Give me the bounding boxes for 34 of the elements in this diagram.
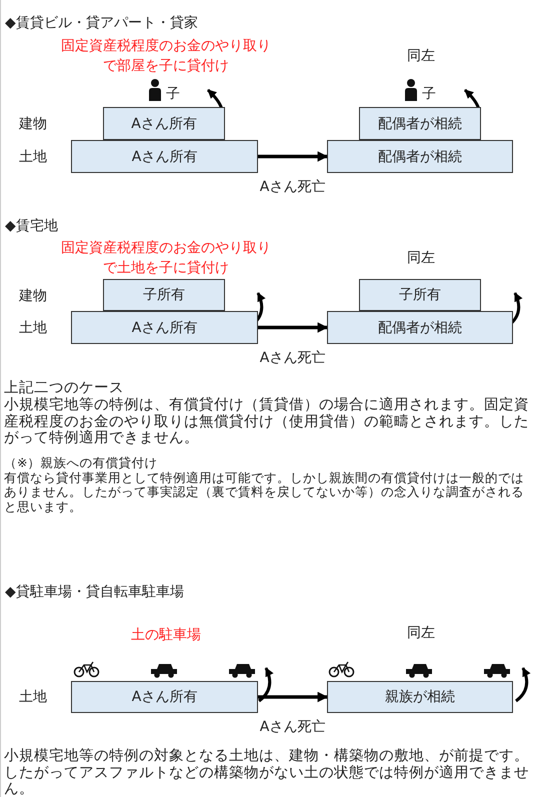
row-label: 建物	[19, 116, 48, 133]
section-heading: ◆貸駐車場・貸自転車駐車場	[5, 584, 185, 601]
note-text: 固定資産税程度のお金のやり取りで土地を子に貸付け	[61, 239, 271, 278]
label-text: 同左	[406, 250, 436, 267]
arrow	[258, 692, 328, 702]
section-heading: ◆賃貸ビル・貸アパート・貸家	[5, 15, 199, 32]
land-building-box: 子所有	[359, 279, 481, 311]
note-text: 土の駐車場	[130, 626, 202, 645]
land-building-box: Aさん所有	[71, 140, 258, 173]
label-text: 子	[166, 86, 181, 103]
land-building-box: 配偶者が相続	[327, 140, 513, 173]
note-text: 固定資産税程度のお金のやり取りで部屋を子に貸付け	[61, 37, 271, 76]
paragraph: 有償なら貸付事業用として特例適用は可能です。しかし親族間の有償貸付けは一般的ではありません。したがって事実認定（裏で賃料を戻してないか等）の念入りな調査がされると思います。	[4, 471, 525, 514]
paragraph: 小規模宅地等の特例は、有償貸付け（賃貸借）の場合に適用されます。固定資産税程度のお金のやり取りは無償貸付け（使用貸借）の範疇とされます。したがって特例適用できません。	[4, 397, 530, 448]
land-building-box: 子所有	[103, 279, 225, 311]
note-heading: （※）親族への有償貸付け	[4, 455, 158, 470]
arrow	[258, 151, 328, 162]
land-building-box: 配偶者が相続	[327, 311, 513, 344]
land-building-box: Aさん所有	[71, 311, 258, 344]
row-label: 土地	[19, 149, 48, 166]
arrow	[258, 322, 328, 333]
row-label: 土地	[19, 320, 48, 337]
paragraph: 小規模宅地等の特例の対象となる土地は、建物・構築物の敷地、が前提です。したがってアスファルトなどの構築物がない土の状態では特例が適用できません。	[4, 748, 530, 797]
row-label: 土地	[19, 689, 48, 706]
label-text: 同左	[406, 625, 436, 642]
land-building-box: Aさん所有	[71, 681, 258, 713]
label-text: 同左	[406, 48, 436, 65]
section-heading: ◆賃宅地	[5, 218, 59, 235]
label-text: 子	[422, 86, 437, 103]
row-label: 建物	[19, 288, 48, 305]
section-heading: 上記二つのケース	[4, 380, 125, 396]
land-building-box: 配偶者が相続	[359, 107, 481, 140]
land-building-box: 親族が相続	[327, 681, 513, 713]
land-building-box: Aさん所有	[103, 107, 225, 140]
